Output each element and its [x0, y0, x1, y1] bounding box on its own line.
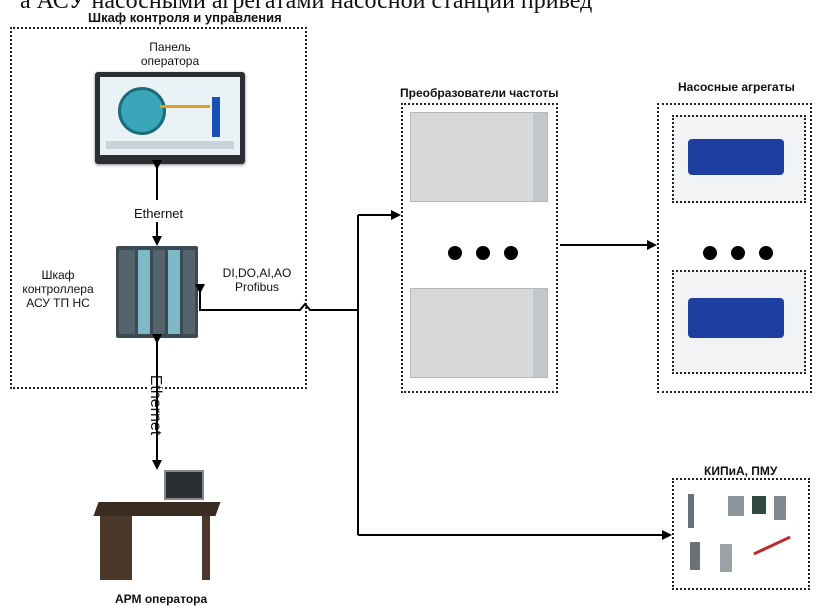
pump-dot-1 — [703, 246, 717, 260]
pumps-group-frame — [657, 103, 812, 393]
header-cut-text: а АСУ насосными агрегатами насосной стан… — [20, 0, 593, 14]
vfd-dot-2 — [476, 246, 490, 260]
arm-label: АРМ оператора — [115, 592, 208, 606]
plc-module-2 — [138, 250, 150, 334]
vfd-cabinet-1 — [410, 112, 548, 202]
hmi-pipe — [160, 105, 210, 108]
plc-module-3 — [153, 250, 165, 334]
hmi-screen — [100, 77, 240, 155]
desk-leg — [202, 516, 210, 580]
control-cabinet-title: Шкаф контроля и управления — [88, 10, 282, 25]
vfd-dot-3 — [504, 246, 518, 260]
sensor-1 — [688, 494, 694, 528]
instrument-devices — [682, 486, 802, 582]
operator-workstation — [92, 470, 222, 590]
instruments-title: КИПиА, ПМУ — [704, 464, 778, 478]
hmi-button-row — [106, 141, 234, 149]
ethernet-label-top: Ethernet — [134, 206, 184, 221]
plc-module-1 — [119, 250, 135, 334]
hmi-tank-icon — [118, 87, 166, 135]
sensor-5 — [690, 542, 700, 570]
plc-module-4 — [168, 250, 180, 334]
pumps-title: Насосные агрегаты — [678, 80, 795, 94]
sensor-3 — [752, 496, 766, 514]
plc-module-5 — [183, 250, 195, 334]
desk-cabinet — [100, 516, 132, 580]
sensor-2 — [728, 496, 744, 516]
sensor-4 — [774, 496, 786, 520]
pump-unit-1 — [672, 115, 806, 203]
pump-unit-2 — [672, 270, 806, 374]
vfd-dot-1 — [448, 246, 462, 260]
workstation-monitor — [164, 470, 204, 500]
hmi-level-bar — [212, 97, 220, 137]
vfd-group-frame — [401, 103, 558, 393]
vfd-title: Преобразователи частоты — [400, 86, 559, 100]
pump-body-1 — [688, 139, 784, 175]
pump-dot-2 — [731, 246, 745, 260]
instruments-frame — [672, 478, 810, 590]
pump-body-2 — [688, 298, 784, 338]
sensor-6 — [720, 544, 732, 572]
operator-panel-hmi — [95, 72, 245, 164]
link-plc-bus — [195, 284, 358, 311]
plc-controller — [116, 246, 198, 338]
signals-label: DI,DO,AI,AO Profibus — [222, 266, 292, 294]
operator-panel-label: Панель оператора — [140, 40, 200, 68]
vfd-cabinet-2 — [410, 288, 548, 378]
pump-dot-3 — [759, 246, 773, 260]
controller-label: Шкаф контроллера АСУ ТП НС — [22, 268, 94, 310]
